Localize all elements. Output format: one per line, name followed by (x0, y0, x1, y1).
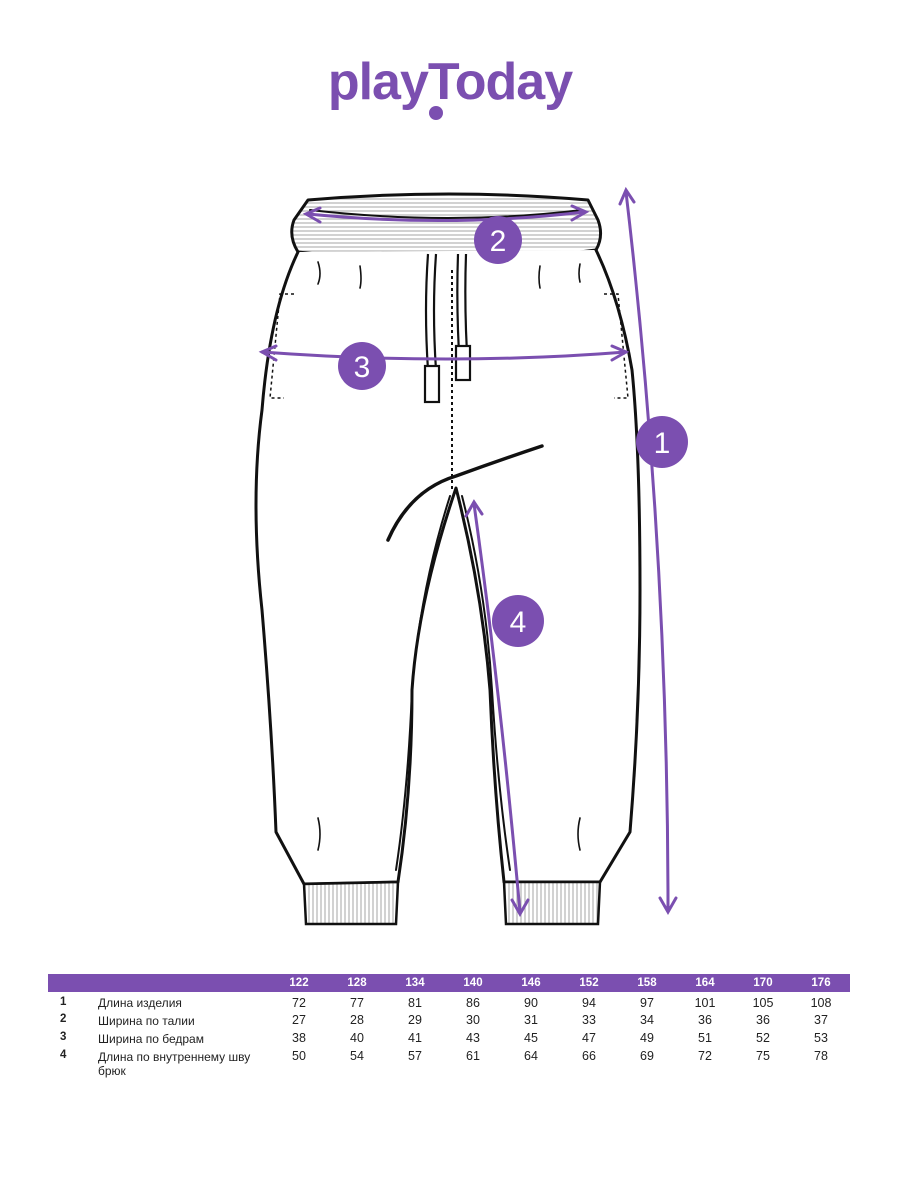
table-cell: 51 (698, 1031, 712, 1045)
svg-text:4: 4 (510, 606, 527, 639)
left-cuff (302, 880, 400, 926)
header-blank (48, 974, 98, 992)
size-header: 164 (676, 974, 734, 992)
brand-logo-text: playToday (327, 53, 573, 111)
table-cell: 33 (582, 1013, 596, 1027)
arrow-3-hips (260, 350, 628, 361)
table-cell: 36 (756, 1013, 770, 1027)
table-cell: 108 (810, 996, 832, 1010)
callout-3: 3 (338, 342, 386, 390)
table-cell: 52 (756, 1031, 770, 1045)
table-row: 3 Ширина по бедрам 38 40 41 43 45 47 49 … (48, 1031, 850, 1049)
table-cell: 101 (694, 996, 716, 1010)
table-cell: 81 (408, 996, 422, 1010)
waistband-inner (309, 209, 583, 219)
size-header: 152 (560, 974, 618, 992)
size-header: 128 (328, 974, 386, 992)
crotch-seam (386, 444, 544, 542)
table-cell: 66 (582, 1049, 596, 1063)
table-cell: 64 (524, 1049, 538, 1063)
row-number: 2 (60, 1013, 67, 1025)
brand-logo: playToday (0, 52, 900, 112)
table-row: 1 Длина изделия 72 77 81 86 90 94 97 101… (48, 992, 850, 1013)
table-cell: 30 (466, 1013, 480, 1027)
table-cell: 61 (466, 1049, 480, 1063)
table-cell: 40 (350, 1031, 364, 1045)
table-cell: 36 (698, 1013, 712, 1027)
size-header: 134 (386, 974, 444, 992)
table-cell: 94 (582, 996, 596, 1010)
svg-text:1: 1 (654, 427, 671, 460)
table-cell: 29 (408, 1013, 422, 1027)
size-header: 170 (734, 974, 792, 992)
pants-outline (254, 192, 642, 886)
pants-measurement-diagram: 1 2 3 4 (254, 186, 688, 926)
table-cell: 27 (292, 1013, 306, 1027)
size-header: 176 (792, 974, 850, 992)
size-header: 122 (270, 974, 328, 992)
arrow-4-inseam (472, 502, 522, 914)
table-cell: 31 (524, 1013, 538, 1027)
table-cell: 43 (466, 1031, 480, 1045)
table-cell: 49 (640, 1031, 654, 1045)
table-cell: 72 (698, 1049, 712, 1063)
table-cell: 77 (350, 996, 364, 1010)
table-row: 4 Длина по внутреннему шву брюк 50 54 57… (48, 1049, 850, 1078)
table-cell: 45 (524, 1031, 538, 1045)
row-number: 4 (60, 1049, 67, 1061)
table-cell: 69 (640, 1049, 654, 1063)
table-cell: 54 (350, 1049, 364, 1063)
callout-2: 2 (474, 216, 522, 264)
row-label: Ширина по бедрам (98, 1032, 204, 1046)
drawstrings (423, 253, 472, 404)
svg-text:3: 3 (354, 351, 371, 384)
table-row: 2 Ширина по талии 27 28 29 30 31 33 34 3… (48, 1013, 850, 1031)
arrow-1-length (624, 190, 670, 912)
leg-cuffs (302, 880, 602, 926)
right-cuff (502, 880, 602, 926)
table-cell: 37 (814, 1013, 828, 1027)
table-cell: 50 (292, 1049, 306, 1063)
size-header: 146 (502, 974, 560, 992)
table-cell: 105 (752, 996, 774, 1010)
table-cell: 47 (582, 1031, 596, 1045)
table-cell: 86 (466, 996, 480, 1010)
pants-body (254, 248, 642, 886)
brand-logo-dot (429, 106, 443, 120)
size-header-row: 122 128 134 140 146 152 158 164 170 176 (48, 974, 850, 992)
callout-4: 4 (492, 595, 544, 647)
size-header: 158 (618, 974, 676, 992)
svg-text:2: 2 (490, 225, 507, 258)
table-cell: 97 (640, 996, 654, 1010)
table-cell: 38 (292, 1031, 306, 1045)
table-cell: 75 (756, 1049, 770, 1063)
callout-1: 1 (636, 416, 688, 468)
table-cell: 53 (814, 1031, 828, 1045)
table-cell: 34 (640, 1013, 654, 1027)
row-number: 3 (60, 1031, 67, 1043)
row-label: Длина изделия (98, 996, 182, 1010)
row-label: Ширина по талии (98, 1014, 195, 1028)
size-table: 122 128 134 140 146 152 158 164 170 176 … (48, 974, 850, 1078)
size-header: 140 (444, 974, 502, 992)
table-cell: 41 (408, 1031, 422, 1045)
table-cell: 72 (292, 996, 306, 1010)
table-cell: 28 (350, 1013, 364, 1027)
table-cell: 57 (408, 1049, 422, 1063)
header-blank (98, 974, 270, 992)
measurement-arrows (258, 186, 678, 918)
table-cell: 90 (524, 996, 538, 1010)
row-label: Длина по внутреннему шву брюк (98, 1050, 251, 1078)
table-cell: 78 (814, 1049, 828, 1063)
arrow-2-waist (306, 210, 586, 223)
row-number: 1 (60, 996, 67, 1008)
